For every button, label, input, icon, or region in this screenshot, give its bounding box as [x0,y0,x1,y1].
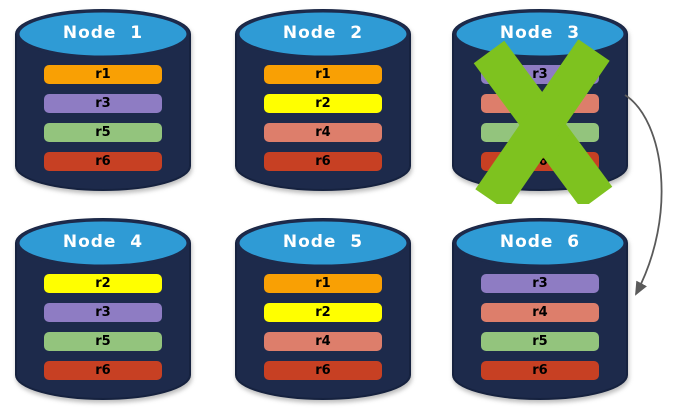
replica-label: r6 [532,154,548,169]
replica-label: r4 [315,125,331,140]
replica-label: r3 [532,276,548,291]
replica-list: r1 r2 r4 r6 [264,65,382,181]
replica-label: r4 [532,96,548,111]
replica-list: r1 r2 r4 r6 [264,274,382,390]
replica-label: r4 [315,334,331,349]
replica-label: r1 [95,67,111,82]
replica-label: r4 [532,305,548,320]
replica-label: r5 [532,334,548,349]
node-title: Node 2 [282,23,364,43]
replica-bar-r3: r3 [481,274,599,293]
replica-label: r6 [532,363,548,378]
replica-label: r2 [95,276,111,291]
replica-bar-r6: r6 [481,361,599,380]
replica-bar-r6: r6 [481,152,599,171]
replica-label: r1 [315,276,331,291]
node-5: Node 5 r1 r2 r4 r6 [234,217,412,413]
replica-bar-r3: r3 [481,65,599,84]
replica-bar-r4: r4 [264,332,382,351]
replica-bar-r5: r5 [44,332,162,351]
node-3: Node 3 r3 r4 r5 r6 [451,8,629,204]
node-title: Node 1 [62,23,144,43]
replica-list: r3 r4 r5 r6 [481,65,599,181]
replica-bar-r2: r2 [44,274,162,293]
replica-list: r3 r4 r5 r6 [481,274,599,390]
replica-bar-r1: r1 [44,65,162,84]
replica-label: r6 [315,363,331,378]
replica-bar-r2: r2 [264,94,382,113]
replica-bar-r4: r4 [264,123,382,142]
replica-bar-r6: r6 [264,361,382,380]
replica-bar-r5: r5 [481,332,599,351]
replica-bar-r6: r6 [44,361,162,380]
node-title: Node 6 [499,232,581,252]
replica-bar-r5: r5 [44,123,162,142]
replica-bar-r4: r4 [481,303,599,322]
replica-bar-r3: r3 [44,303,162,322]
node-title: Node 3 [499,23,581,43]
replica-label: r5 [95,334,111,349]
replica-bar-r6: r6 [44,152,162,171]
replica-label: r5 [532,125,548,140]
replica-bar-r3: r3 [44,94,162,113]
replica-label: r2 [315,96,331,111]
replica-label: r5 [95,125,111,140]
replica-bar-r2: r2 [264,303,382,322]
node-2: Node 2 r1 r2 r4 r6 [234,8,412,204]
node-1: Node 1 r1 r3 r5 r6 [14,8,192,204]
node-4: Node 4 r2 r3 r5 r6 [14,217,192,413]
replica-label: r6 [95,154,111,169]
replica-list: r1 r3 r5 r6 [44,65,162,181]
replica-label: r3 [95,305,111,320]
replica-label: r6 [315,154,331,169]
replica-label: r6 [95,363,111,378]
replica-label: r1 [315,67,331,82]
replica-bar-r1: r1 [264,65,382,84]
node-title: Node 5 [282,232,364,252]
replica-label: r3 [95,96,111,111]
replica-bar-r5: r5 [481,123,599,142]
replica-label: r3 [532,67,548,82]
replica-bar-r4: r4 [481,94,599,113]
replica-bar-r1: r1 [264,274,382,293]
node-6: Node 6 r3 r4 r5 r6 [451,217,629,413]
replica-list: r2 r3 r5 r6 [44,274,162,390]
replica-label: r2 [315,305,331,320]
replica-bar-r6: r6 [264,152,382,171]
node-title: Node 4 [62,232,144,252]
